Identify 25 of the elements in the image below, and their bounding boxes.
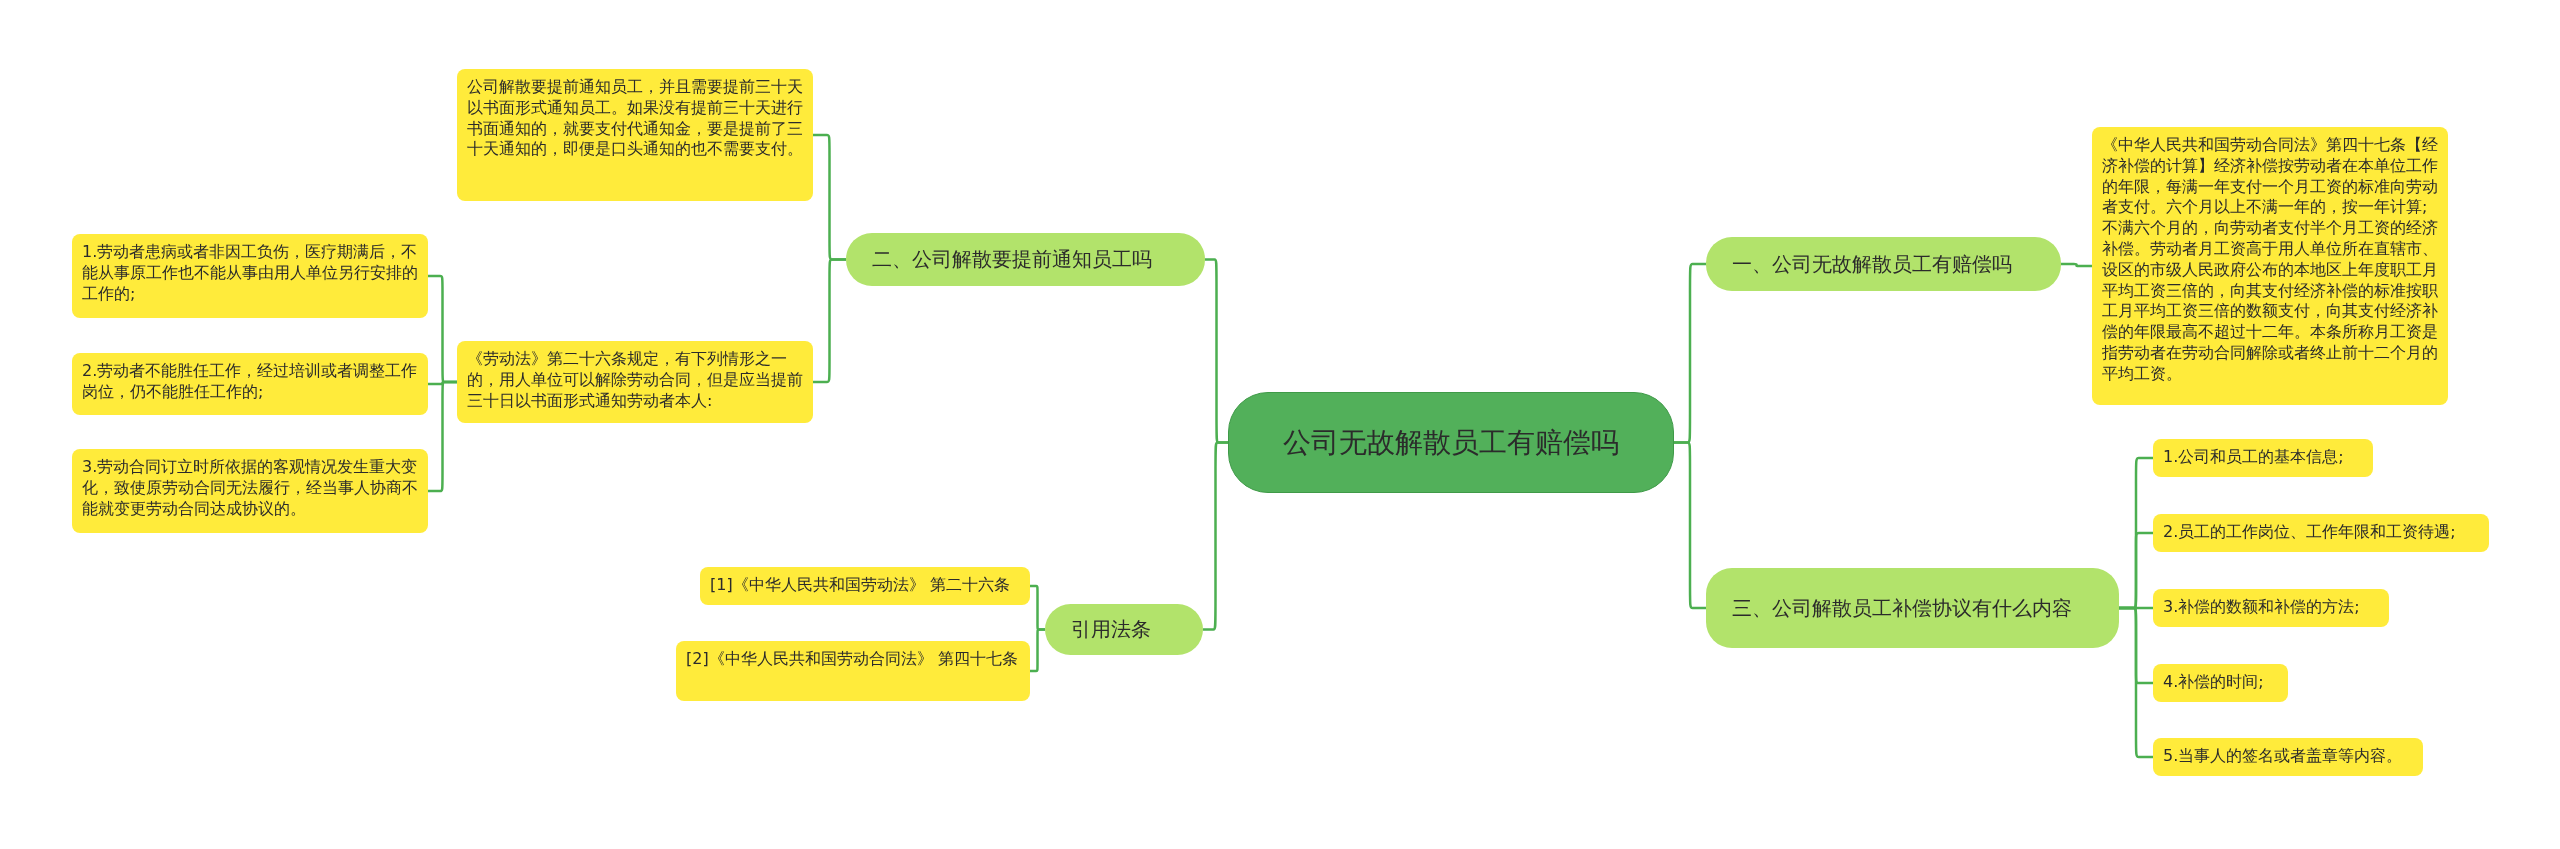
connector-line [2061,262,2092,268]
note-card: 3.补偿的数额和补偿的方法; [2153,589,2389,627]
note-card: 1.劳动者患病或者非因工负伤，医疗期满后，不能从事原工作也不能从事由用人单位另行安排的工作的; [72,234,428,318]
note-card: 公司解散要提前通知员工，并且需要提前三十天以书面形式通知员工。如果没有提前三十天进行书面通知的，就要支付代通知金，要是提前了三十天通知的，即便是口头通知的也不需要支付。 [457,69,813,201]
central-topic: 公司无故解散员工有赔偿吗 [1228,392,1674,493]
connector-line [1203,441,1228,631]
note-card: 5.当事人的签名或者盖章等内容。 [2153,738,2423,776]
connector-line [813,258,846,384]
note-card: [1]《中华人民共和国劳动法》 第二十六条 [700,567,1030,605]
branch-topic: 三、公司解散员工补偿协议有什么内容 [1706,568,2119,648]
connector-line [1674,441,1706,610]
connector-line [1030,628,1045,673]
note-card: 1.公司和员工的基本信息; [2153,439,2373,477]
branch-topic: 二、公司解散要提前通知员工吗 [846,233,1205,286]
branch-topic: 一、公司无故解散员工有赔偿吗 [1706,237,2061,291]
connector-line [2119,606,2153,759]
branch-topic: 引用法条 [1045,604,1203,655]
note-card: 《中华人民共和国劳动合同法》第四十七条【经济补偿的计算】经济补偿按劳动者在本单位工作的年限，每满一年支付一个月工资的标准向劳动者支付。六个月以上不满一年的，按一年计算;不满六个月的，向劳动者支付半个月工资的经济补偿。劳动者月工资高于用人单位所在直辖市、设区的市级人民政府公布的本地区上年度职工月平均工资三倍的，向其支付经济补偿的标准按职工月平均工资三倍的数额支付，向其支付经济补偿的年限最高不超过十二年。本条所称月工资是指劳动者在劳动合同解除或者终止前十二个月的平均工资。 [2092,127,2448,405]
connector-line [428,380,457,493]
note-card: 2.劳动者不能胜任工作，经过培训或者调整工作岗位，仍不能胜任工作的; [72,353,428,415]
note-card: 4.补偿的时间; [2153,664,2288,702]
note-card: [2]《中华人民共和国劳动合同法》 第四十七条 [676,641,1030,701]
note-card: 2.员工的工作岗位、工作年限和工资待遇; [2153,514,2489,552]
note-card: 《劳动法》第二十六条规定，有下列情形之一的，用人单位可以解除劳动合同，但是应当提前三十日以书面形式通知劳动者本人: [457,341,813,423]
note-card: 3.劳动合同订立时所依据的客观情况发生重大变化，致使原劳动合同无法履行，经当事人协商不能就变更劳动合同达成协议的。 [72,449,428,533]
